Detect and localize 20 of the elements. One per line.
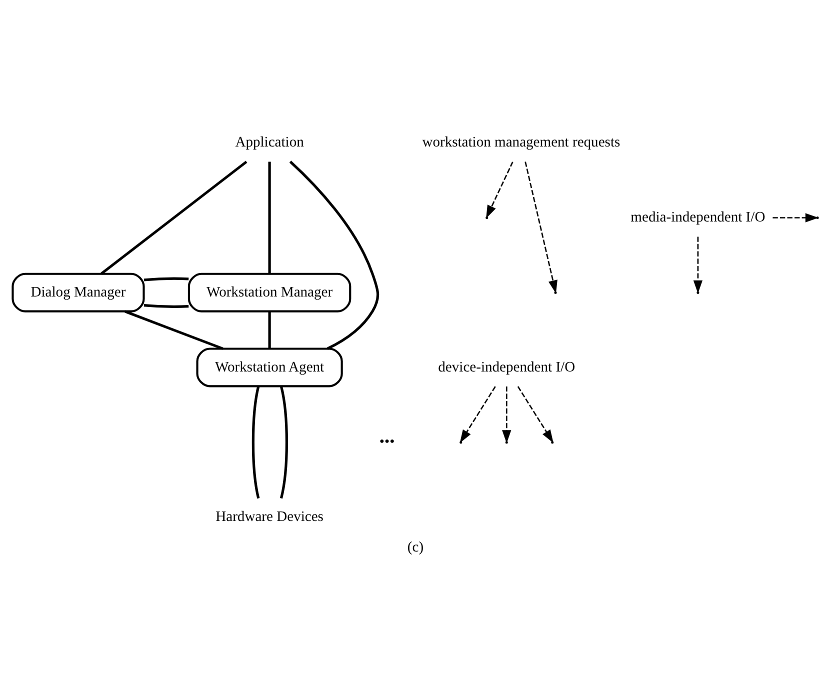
connector	[252, 386, 260, 499]
arrow	[486, 162, 514, 218]
connector	[144, 277, 189, 282]
connector	[268, 162, 271, 274]
connector	[268, 312, 271, 349]
node-box: Dialog Manager	[12, 272, 145, 312]
node-box: Workstation Manager	[188, 272, 352, 312]
connector	[144, 304, 189, 308]
node-box: Workstation Agent	[196, 348, 343, 388]
connector	[289, 160, 380, 350]
node-text: device-independent I/O	[438, 359, 576, 376]
connector	[280, 386, 288, 499]
caption: (c)	[407, 540, 424, 556]
connector	[100, 160, 248, 275]
node-text: Hardware Devices	[216, 509, 324, 526]
node-text: workstation management requests	[422, 134, 620, 151]
connector	[124, 310, 224, 350]
node-text: media-independent I/O	[630, 210, 766, 226]
node-text: Application	[235, 134, 304, 151]
label: •••	[379, 434, 395, 450]
